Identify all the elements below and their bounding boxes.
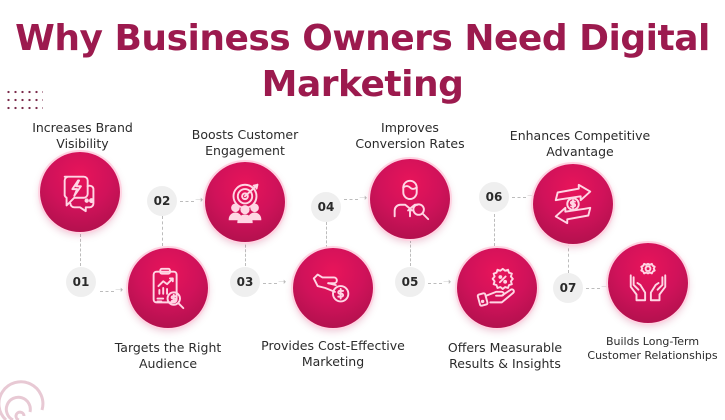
title-line-2: Marketing [261,64,464,105]
step-label: Offers Measurable Results & Insights [447,340,563,371]
connector-arrow: ➝ [428,278,451,288]
step-circle-cost-effective [293,248,373,328]
step-label: Provides Cost-Effective Marketing [261,338,405,369]
step-number-badge: 03 [230,267,260,297]
step-circle-customer-engagement [205,162,285,242]
step-number-badge: 07 [553,273,583,303]
decorative-dot-grid [5,88,43,114]
step-circle-measurable-results [457,248,537,328]
connector-arrow: ➝ [586,283,609,293]
connector-line [410,240,411,266]
step-circle-brand-visibility [40,152,120,232]
step-label: Enhances Competitive Advantage [509,128,651,159]
report-search-icon [152,267,185,310]
chat-bolt-icon [63,175,95,213]
step-label: Increases Brand Visibility [32,120,133,151]
connector-arrow: ➝ [344,194,367,204]
step-label: Improves Conversion Rates [355,120,465,151]
connector-line [245,240,246,266]
step-label: Builds Long-Term Customer Relationships [587,335,718,362]
connector-line [162,216,163,246]
step-circle-right-audience [128,248,208,328]
step-number-badge: 05 [395,267,425,297]
connector-arrow: ➝ [100,286,123,296]
step-circle-customer-relationships [608,243,688,323]
connector-line [568,243,569,273]
target-audience-icon [228,183,262,224]
step-circle-conversion-rates [370,159,450,239]
step-number-badge: 02 [147,186,177,216]
page-title: Why Business Owners Need Digital Marketi… [0,16,725,108]
step-number-badge: 04 [311,192,341,222]
connector-arrow: ➝ [512,192,535,202]
step-label: Boosts Customer Engagement [191,127,299,158]
hands-gear-icon [629,262,667,302]
hand-coin-icon [312,273,350,303]
person-search-icon [393,179,430,221]
connector-line [494,214,495,246]
step-number-badge: 01 [66,267,96,297]
step-circle-competitive-advantage [533,164,613,244]
connector-arrow: ➝ [180,196,203,206]
connector-arrow: ➝ [263,278,286,288]
title-line-1: Why Business Owners Need Digital [15,18,710,59]
connector-line [80,234,81,266]
step-label: Targets the Right Audience [114,340,222,371]
exchange-dollar-icon [554,183,592,225]
hand-percent-icon [476,267,515,307]
connector-line [326,222,327,248]
step-number-badge: 06 [479,182,509,212]
